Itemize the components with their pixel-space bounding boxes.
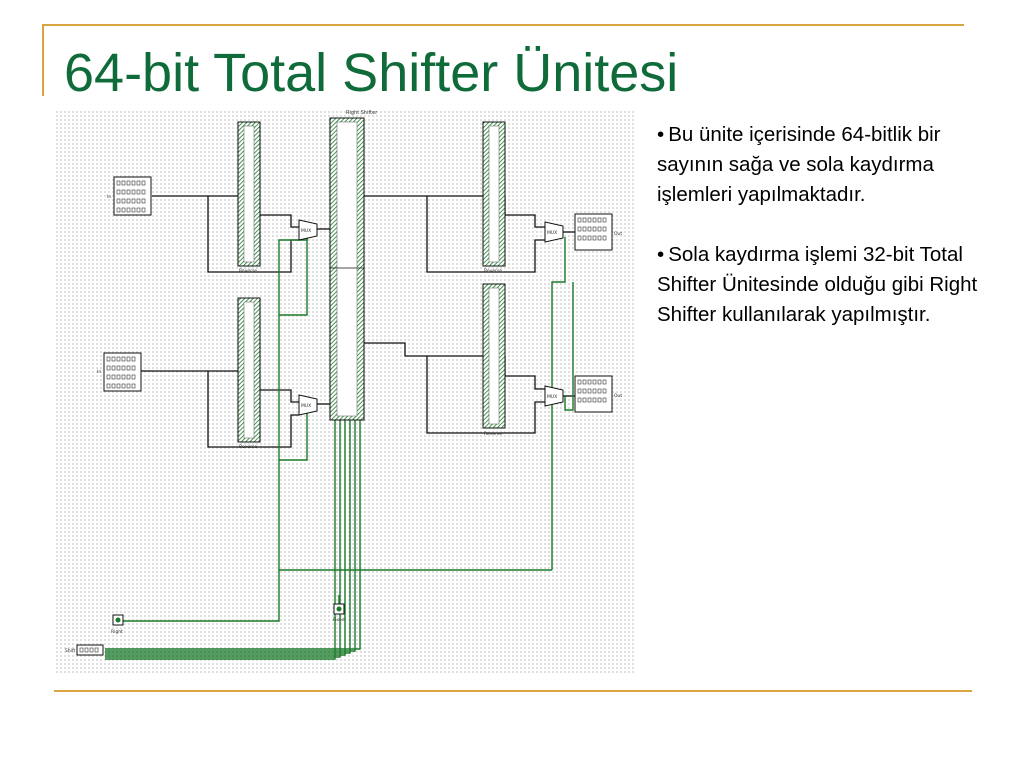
bullet-list: •Bu ünite içerisinde 64-bitlik bir sayın… xyxy=(657,120,987,360)
reverse-block-3: Reverse xyxy=(482,121,506,274)
right-shifter-label: Right Shifter xyxy=(346,110,378,116)
reverse-block-2: Reverse xyxy=(237,297,261,450)
mux-3: MUX xyxy=(544,221,564,243)
input-label-1: In xyxy=(107,194,111,200)
mux-label-2: MUX xyxy=(301,403,311,409)
mux-2: MUX xyxy=(298,394,318,416)
output-label-1: Out xyxy=(614,231,622,237)
bullet-item-1: •Bu ünite içerisinde 64-bitlik bir sayın… xyxy=(657,123,941,206)
reverse-label-4: Reverse xyxy=(484,431,502,437)
fixed-label: Fixed xyxy=(333,617,345,623)
bullet-text-2: Sola kaydırma işlemi 32-bit Total Shifte… xyxy=(657,243,978,326)
input-label-2: In xyxy=(97,369,101,375)
slide-title: 64-bit Total Shifter Ünitesi xyxy=(64,43,679,103)
left-rule xyxy=(42,24,44,96)
bullet-item-2: •Sola kaydırma işlemi 32-bit Total Shift… xyxy=(657,243,978,326)
shift-amount-label: Shift xyxy=(65,648,75,654)
mux-label-3: MUX xyxy=(547,230,557,236)
right-control-pin: Right xyxy=(111,614,124,635)
reverse-label-2: Reverse xyxy=(239,444,257,450)
reverse-label-3: Reverse xyxy=(484,268,502,274)
output-pin-1: Out xyxy=(574,213,622,251)
output-pin-2: Out xyxy=(574,375,622,413)
green-wires xyxy=(105,230,574,660)
input-pin-2: In xyxy=(97,352,152,392)
mux-label-1: MUX xyxy=(301,228,311,234)
output-label-2: Out xyxy=(614,393,622,399)
shift-amount-pin: Shift xyxy=(65,644,104,656)
input-pin-1: In xyxy=(107,176,152,216)
mux-4: MUX xyxy=(544,385,564,407)
bottom-rule xyxy=(54,690,972,692)
right-shifter-block: Right Shifter xyxy=(329,110,378,421)
top-rule xyxy=(42,24,964,26)
reverse-label-1: Reverse xyxy=(239,268,257,274)
reverse-block-1: Reverse xyxy=(237,121,261,274)
reverse-block-4: Reverse xyxy=(482,283,506,437)
right-label: Right xyxy=(111,629,123,635)
mux-1: MUX xyxy=(298,219,318,241)
fixed-control-pin: Fixed xyxy=(333,603,345,623)
mux-label-4: MUX xyxy=(547,394,557,400)
shifter-circuit-diagram: Reverse Reverse Reverse Reverse Right Sh… xyxy=(55,110,635,675)
bullet-text-1: Bu ünite içerisinde 64-bitlik bir sayını… xyxy=(657,123,941,206)
